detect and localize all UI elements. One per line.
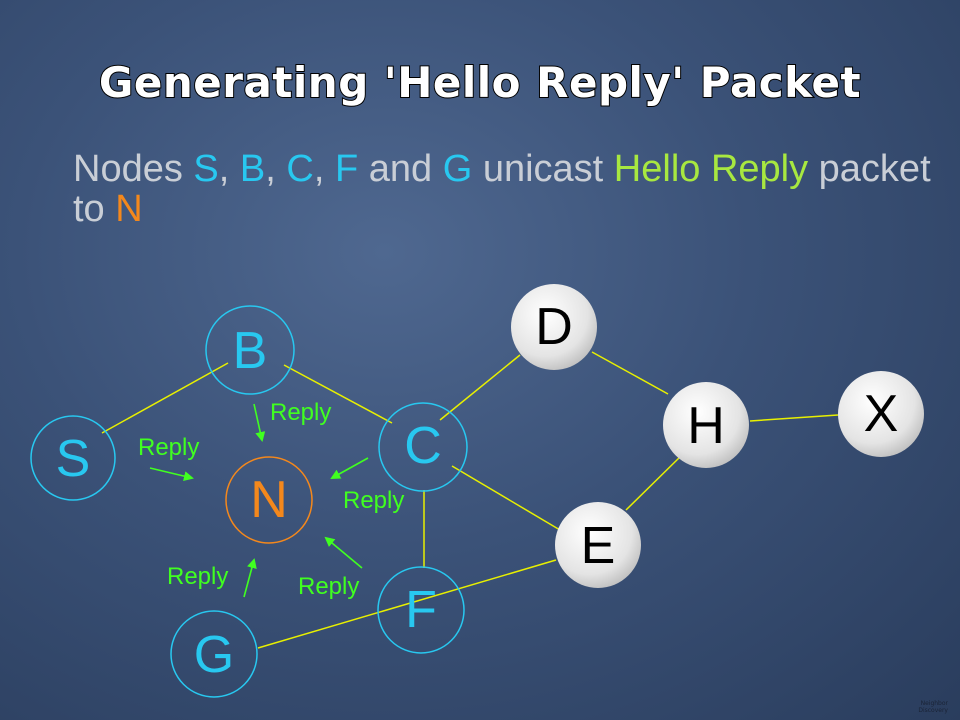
node-b-circle	[205, 305, 295, 395]
node-c-label: C	[404, 417, 442, 475]
reply-arrow-from-f	[324, 536, 363, 569]
node-e-circle	[555, 502, 641, 588]
node-d-circle	[511, 284, 597, 370]
node-x-label: X	[864, 385, 899, 443]
reply-label-from-s: Reply	[138, 434, 199, 461]
reply-label-from-f: Reply	[298, 573, 359, 600]
subtitle-sep: ,	[313, 148, 335, 190]
node-b-label: B	[233, 322, 268, 380]
subtitle-text: and	[358, 148, 443, 190]
subtitle-sep: ,	[218, 148, 240, 190]
footer-note: Neighbor Discovery	[918, 700, 948, 714]
node-x-circle	[838, 371, 924, 457]
subtitle-sep: ,	[265, 148, 287, 190]
node-h-circle	[663, 382, 749, 468]
subtitle-text: packet to	[73, 148, 931, 230]
node-n-circle	[225, 456, 313, 544]
node-g-circle	[170, 610, 258, 698]
edge-s-b	[101, 362, 229, 434]
node-n-label: N	[250, 471, 288, 529]
subtitle-text: unicast	[472, 148, 614, 190]
node-c-circle	[378, 402, 468, 492]
edge-c-e	[451, 465, 561, 531]
edge-c-d	[439, 354, 521, 421]
node-s-circle	[30, 415, 116, 501]
edge-e-h	[625, 454, 683, 511]
subtitle-text: Nodes	[73, 148, 194, 190]
reply-label-from-g: Reply	[167, 563, 228, 590]
reply-label-from-c: Reply	[343, 487, 404, 514]
subtitle: Nodes S, B, C, F and G unicast Hello Rep…	[73, 149, 933, 229]
edge-g-e	[257, 559, 557, 649]
node-d-label: D	[535, 298, 573, 356]
subtitle-node-s: S	[193, 148, 219, 190]
subtitle-hello-reply: Hello Reply	[613, 148, 809, 190]
subtitle-node-b: B	[239, 148, 266, 190]
edge-d-h	[591, 351, 669, 395]
node-s-label: S	[56, 430, 91, 488]
subtitle-node-n: N	[115, 188, 143, 230]
node-f-label: F	[405, 581, 437, 639]
slide-title: Generating 'Hello Reply' Packet	[98, 57, 862, 108]
node-f-circle	[377, 566, 465, 654]
subtitle-node-c: C	[286, 148, 314, 190]
reply-label-from-b: Reply	[270, 399, 331, 426]
edge-h-x	[749, 414, 839, 422]
reply-arrow-from-g	[243, 558, 257, 598]
node-g-label: G	[194, 626, 234, 684]
edge-b-c	[283, 364, 393, 424]
subtitle-node-g: G	[442, 148, 473, 190]
reply-arrow-from-s	[149, 467, 194, 482]
node-e-label: E	[581, 517, 616, 575]
reply-arrow-from-c	[330, 457, 369, 479]
node-h-label: H	[687, 397, 725, 455]
reply-arrow-from-b	[253, 403, 266, 442]
subtitle-node-f: F	[334, 148, 359, 190]
